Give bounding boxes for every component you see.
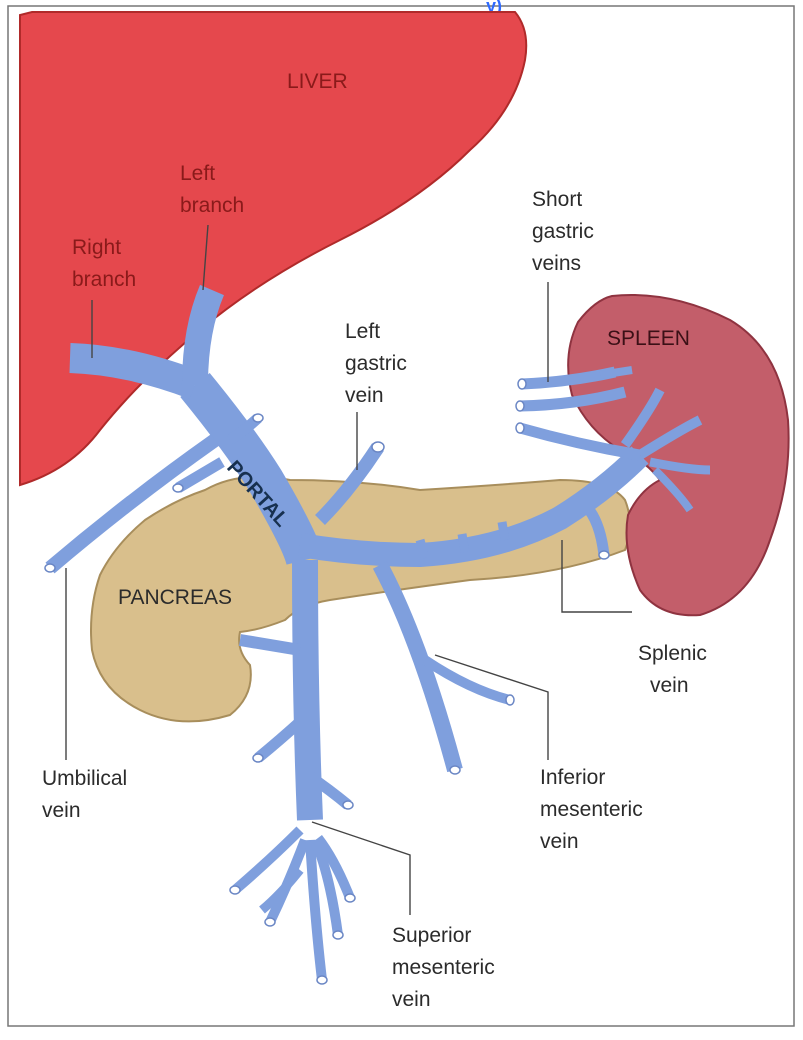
splenic-hilum-branch-5 <box>600 370 632 375</box>
inferior-mesenteric-line-1: Inferior <box>540 766 605 789</box>
vessel-end-cap <box>450 766 460 774</box>
inferior-mesenteric-line-3: vein <box>540 830 579 853</box>
vessel-end-cap <box>518 379 526 389</box>
vessel-end-cap <box>516 423 524 433</box>
vessel-end-cap <box>253 754 263 762</box>
vessel-end-cap <box>265 918 275 926</box>
right-branch-line-1: Right <box>72 236 121 259</box>
superior-mesenteric-line-1: Superior <box>392 924 471 947</box>
short-gastric-line-1: Short <box>532 188 582 211</box>
vessel-end-cap <box>516 401 524 411</box>
left-gastric-line-1: Left <box>345 320 380 343</box>
spleen-label: SPLEEN <box>607 327 690 350</box>
left-branch-line-2: branch <box>180 194 244 217</box>
vessel-end-cap <box>599 551 609 559</box>
vessel-end-cap <box>230 886 240 894</box>
vessel-end-cap <box>343 801 353 809</box>
splenic-tributary-2 <box>462 534 465 552</box>
vessel-end-cap <box>506 695 514 705</box>
splenic-tributary-1 <box>420 540 425 558</box>
left-gastric-line-3: vein <box>345 384 384 407</box>
vessel-end-cap <box>253 414 263 422</box>
vessel-end-cap <box>173 484 183 492</box>
vessel-end-cap <box>372 442 384 452</box>
superior-mesenteric-line-3: vein <box>392 988 431 1011</box>
umbilical-line-1: Umbilical <box>42 767 127 790</box>
inferior-mesenteric-line-2: mesenteric <box>540 798 643 821</box>
pancreas-label: PANCREAS <box>118 586 232 609</box>
vessel-end-cap <box>333 931 343 939</box>
splenic-tributary-3 <box>502 522 505 540</box>
splenic-line-2: vein <box>650 674 689 697</box>
liver-label: LIVER <box>287 70 348 93</box>
vessel-end-cap <box>345 894 355 902</box>
right-branch-line-2: branch <box>72 268 136 291</box>
splenic-line-1: Splenic <box>638 642 707 665</box>
umbilical-line-2: vein <box>42 799 81 822</box>
vessel-end-cap <box>45 564 55 572</box>
left-gastric-line-2: gastric <box>345 352 407 375</box>
short-gastric-line-3: veins <box>532 252 581 275</box>
vessel-end-cap <box>317 976 327 984</box>
short-gastric-line-2: gastric <box>532 220 594 243</box>
superior-mesenteric-line-2: mesenteric <box>392 956 495 979</box>
left-branch-line-1: Left <box>180 162 215 185</box>
